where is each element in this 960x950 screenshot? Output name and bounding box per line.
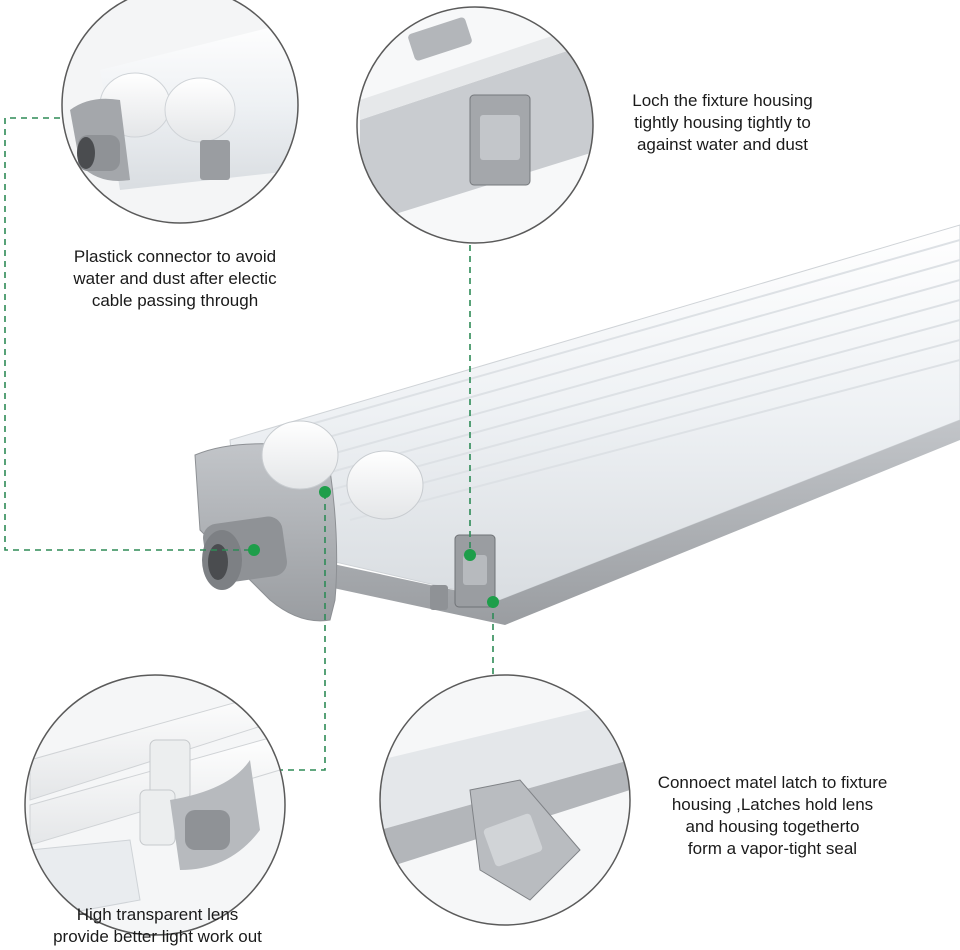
lens-ridges xyxy=(289,239,960,521)
callout-connector-line: water and dust after electic xyxy=(73,269,277,288)
callout-lens-line: provide better light work out xyxy=(53,927,262,946)
detail-circle-connector xyxy=(61,0,299,224)
callout-latch-bottom-line: and housing togetherto xyxy=(685,817,860,836)
callout-latch-bottom-line: Connoect matel latch to fixture xyxy=(657,773,888,792)
callout-latch-bottom-line: housing ,Latches hold lens xyxy=(671,795,874,814)
tube-end-right xyxy=(346,450,424,520)
callout-latch-bottom: Connoect matel latch to fixture housing … xyxy=(640,772,905,860)
detail-circle-latch-top xyxy=(356,6,594,244)
detail-circle-lens xyxy=(24,674,286,936)
tube-end-left xyxy=(261,420,339,490)
leader-lens xyxy=(280,493,326,771)
housing-rail xyxy=(245,420,960,625)
leader-connector xyxy=(4,117,252,551)
dot-lens xyxy=(319,486,331,498)
callout-lens: High transparent lens provide better lig… xyxy=(15,904,300,948)
metal-latch-icon xyxy=(454,534,496,608)
callout-latch-top-line: tightly housing tightly to xyxy=(634,113,811,132)
dot-connector xyxy=(248,544,260,556)
callout-connector-line: cable passing through xyxy=(91,291,259,310)
callout-lens-line: High transparent lens xyxy=(76,905,239,924)
callout-latch-top: Loch the fixture housing tightly housing… xyxy=(600,90,845,156)
leader-dots xyxy=(248,486,499,608)
callout-latch-top-line: against water and dust xyxy=(636,135,809,154)
detail-circle-latch-bottom xyxy=(379,674,631,926)
callout-connector-line: Plastick connector to avoid xyxy=(73,247,277,266)
dot-latch-bottom xyxy=(487,596,499,608)
callout-connector: Plastick connector to avoid water and du… xyxy=(40,246,310,312)
callout-latch-top-line: Loch the fixture housing xyxy=(632,91,813,110)
fixture-body xyxy=(229,224,960,601)
callout-latch-bottom-line: form a vapor-tight seal xyxy=(687,839,858,858)
leader-lines xyxy=(4,117,494,771)
main-fixture xyxy=(194,224,960,625)
dot-latch-top xyxy=(464,549,476,561)
small-latch-icon xyxy=(430,585,448,610)
